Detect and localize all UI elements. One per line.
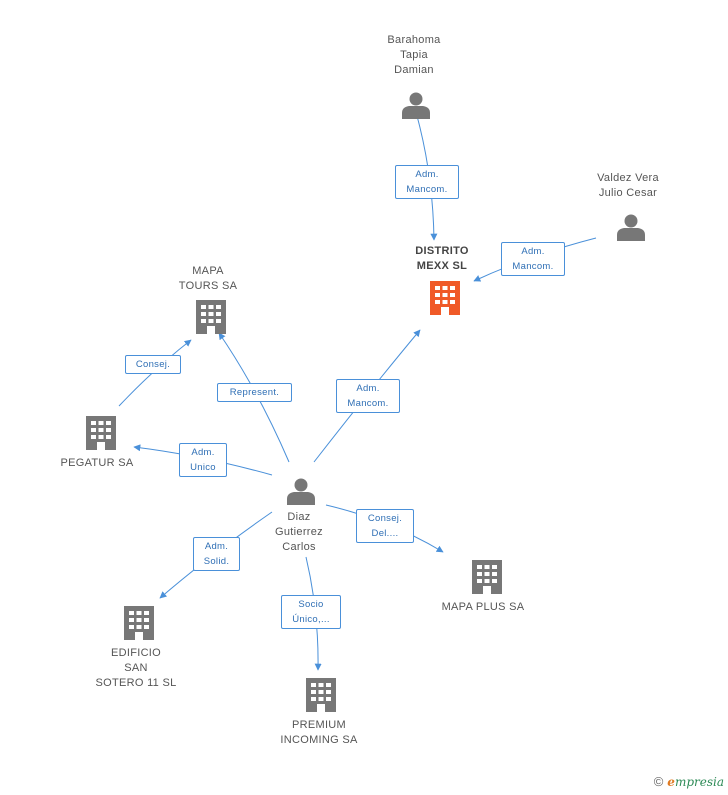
brand-name: mpresia — [674, 775, 724, 789]
node-label-diaz[interactable]: Diaz Gutierrez Carlos — [275, 511, 323, 553]
brand-initial: e — [667, 775, 675, 789]
relation-label-diaz-pegatur[interactable]: Adm. Unico — [179, 443, 227, 477]
building-icon[interactable] — [86, 416, 116, 450]
building-icon[interactable] — [196, 300, 226, 334]
person-icon[interactable] — [287, 478, 315, 506]
relation-label-diaz-edificio[interactable]: Adm. Solid. — [193, 537, 240, 571]
brand-logo: ©empresia — [654, 774, 724, 789]
relation-label-barahoma-distrito[interactable]: Adm. Mancom. — [395, 165, 459, 199]
relation-label-diaz-distrito[interactable]: Adm. Mancom. — [336, 379, 400, 413]
relation-label-diaz-mapa-tours[interactable]: Represent. — [217, 383, 292, 402]
node-label-pegatur[interactable]: PEGATUR SA — [60, 457, 134, 469]
building-icon[interactable] — [306, 678, 336, 712]
person-icon[interactable] — [617, 214, 645, 242]
node-label-mapa-tours[interactable]: MAPA TOURS SA — [178, 265, 238, 292]
relation-label-pegatur-mapa-tours[interactable]: Consej. — [125, 355, 181, 374]
building-icon[interactable] — [124, 606, 154, 640]
node-label-premium[interactable]: PREMIUM INCOMING SA — [280, 719, 358, 746]
person-icon[interactable] — [402, 92, 430, 120]
relation-label-valdez-distrito[interactable]: Adm. Mancom. — [501, 242, 565, 276]
copyright-symbol: © — [653, 774, 664, 789]
building-icon[interactable] — [472, 560, 502, 594]
relation-label-diaz-mapa-plus[interactable]: Consej. Del.... — [356, 509, 414, 543]
node-label-mapa-plus[interactable]: MAPA PLUS SA — [441, 601, 525, 613]
node-label-valdez[interactable]: Valdez Vera Julio Cesar — [597, 172, 659, 199]
node-label-distrito[interactable]: DISTRITO MEXX SL — [415, 245, 469, 272]
node-label-edificio[interactable]: EDIFICIO SAN SOTERO 11 SL — [95, 647, 177, 689]
relation-label-diaz-premium[interactable]: Socio Único,... — [281, 595, 341, 629]
node-label-barahoma[interactable]: Barahoma Tapia Damian — [387, 34, 441, 76]
building-icon[interactable] — [430, 281, 460, 315]
